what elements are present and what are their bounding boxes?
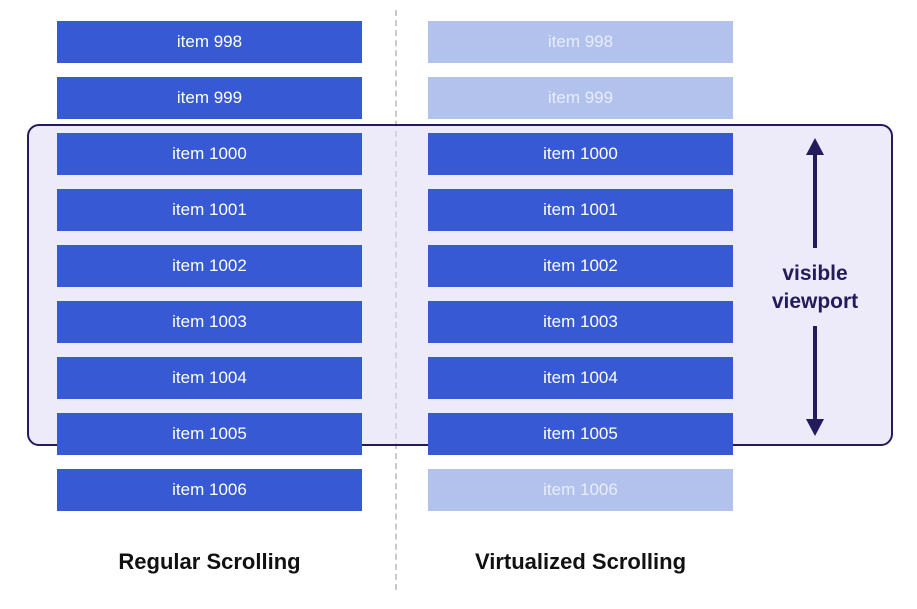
list-item: item 1002 xyxy=(428,245,733,287)
list-item: item 1003 xyxy=(57,301,362,343)
list-item: item 998 xyxy=(428,21,733,63)
list-item: item 1001 xyxy=(57,189,362,231)
list-item: item 1000 xyxy=(57,133,362,175)
arrow-down-head xyxy=(806,419,824,436)
viewport-label-line1: visible xyxy=(782,262,848,285)
viewport-label: visible viewport xyxy=(745,260,885,316)
virtualized-scrolling-list: item 998 item 999 item 1000 item 1001 item 1… xyxy=(428,21,733,525)
viewport-label-line2: viewport xyxy=(771,290,859,313)
list-item: item 998 xyxy=(57,21,362,63)
list-item: item 1000 xyxy=(428,133,733,175)
virtualized-scrolling-title: Virtualized Scrolling xyxy=(474,549,687,574)
arrow-up-head xyxy=(806,138,824,155)
list-item: item 1006 xyxy=(57,469,362,511)
list-item: item 999 xyxy=(57,77,362,119)
list-item: item 1001 xyxy=(428,189,733,231)
list-item: item 1005 xyxy=(428,413,733,455)
list-item: item 1006 xyxy=(428,469,733,511)
list-item: item 1004 xyxy=(57,357,362,399)
list-item: item 1005 xyxy=(57,413,362,455)
list-item: item 1003 xyxy=(428,301,733,343)
regular-scrolling-title: Regular Scrolling xyxy=(118,549,301,574)
list-item: item 999 xyxy=(428,77,733,119)
regular-scrolling-list: item 998 item 999 item 1000 item 1001 item 1… xyxy=(57,21,362,525)
viewport-height-arrow xyxy=(806,138,824,436)
list-item: item 1002 xyxy=(57,245,362,287)
list-item: item 1004 xyxy=(428,357,733,399)
